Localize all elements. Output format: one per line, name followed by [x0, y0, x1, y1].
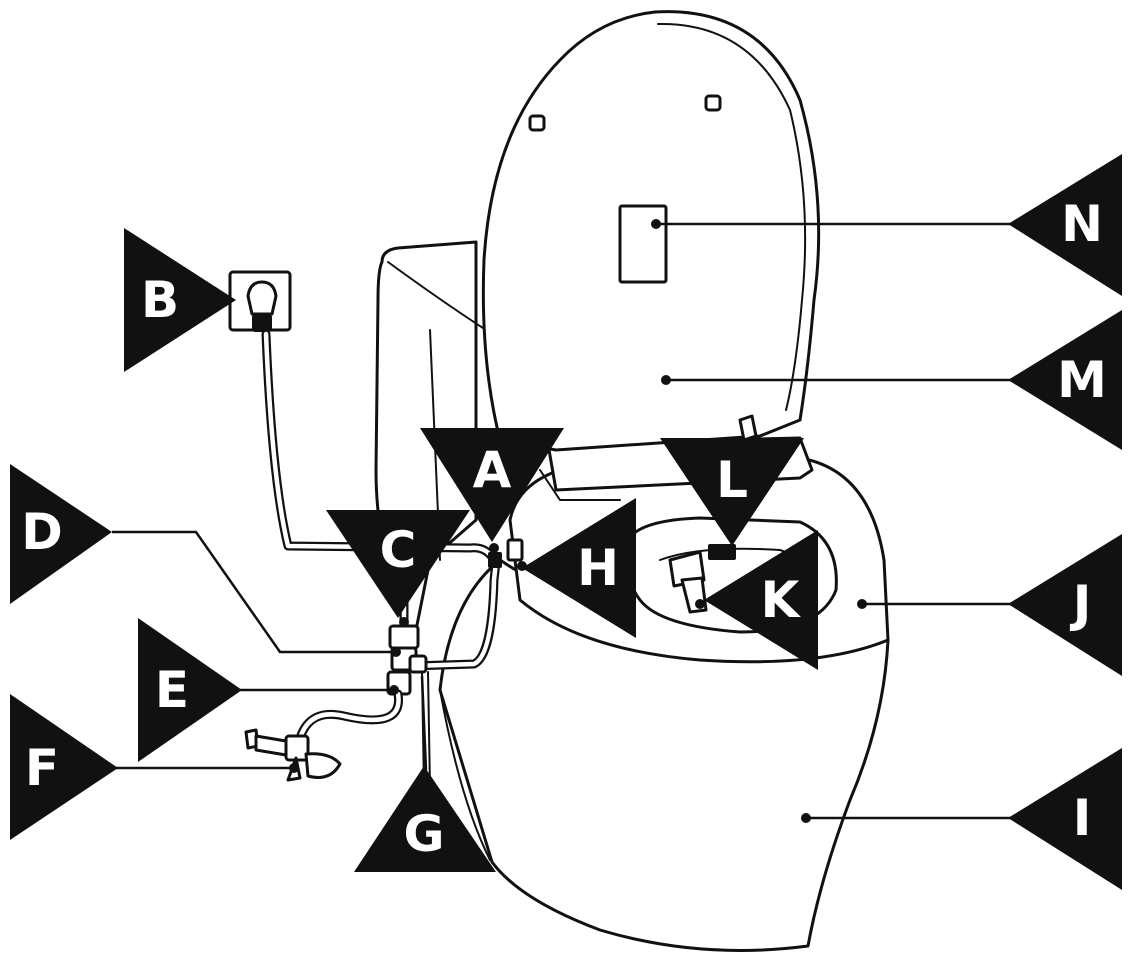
callout-g: G [354, 766, 496, 872]
callout-b: B [124, 228, 236, 372]
callouts: A B C D E F G [10, 154, 1122, 890]
callout-letter-j: J [1070, 575, 1092, 633]
callout-letter-c: C [380, 521, 417, 579]
callout-k: K [704, 530, 818, 670]
t-valve-assembly [386, 624, 428, 696]
callout-l: L [660, 438, 804, 546]
callout-m: M [1008, 310, 1122, 450]
callout-n: N [1008, 154, 1122, 296]
callout-e: E [138, 618, 242, 762]
callout-h: H [522, 498, 636, 638]
callout-letter-m: M [1057, 351, 1107, 409]
callout-letter-b: B [141, 271, 179, 329]
callout-d: D [10, 464, 112, 604]
wall-power-outlet [228, 270, 292, 332]
toilet-illustration [228, 10, 890, 952]
callout-letter-i: I [1073, 789, 1092, 847]
callout-letter-f: F [25, 739, 59, 797]
callout-letter-k: K [761, 571, 802, 629]
callout-c: C [326, 510, 470, 618]
leader-lines [112, 219, 1012, 823]
angle-stop-valve [244, 728, 342, 782]
callout-letter-a: A [473, 441, 512, 499]
callout-letter-l: L [716, 451, 748, 509]
callout-letter-h: H [577, 539, 619, 597]
lid-label-plate [618, 204, 668, 284]
callout-f: F [10, 694, 118, 840]
callout-letter-d: D [21, 503, 63, 561]
callout-j: J [1008, 534, 1122, 676]
callout-i: I [1008, 748, 1122, 890]
callout-letter-n: N [1061, 195, 1103, 253]
callout-letter-g: G [403, 805, 444, 863]
callout-letter-e: E [155, 661, 189, 719]
callout-a: A [420, 428, 564, 542]
